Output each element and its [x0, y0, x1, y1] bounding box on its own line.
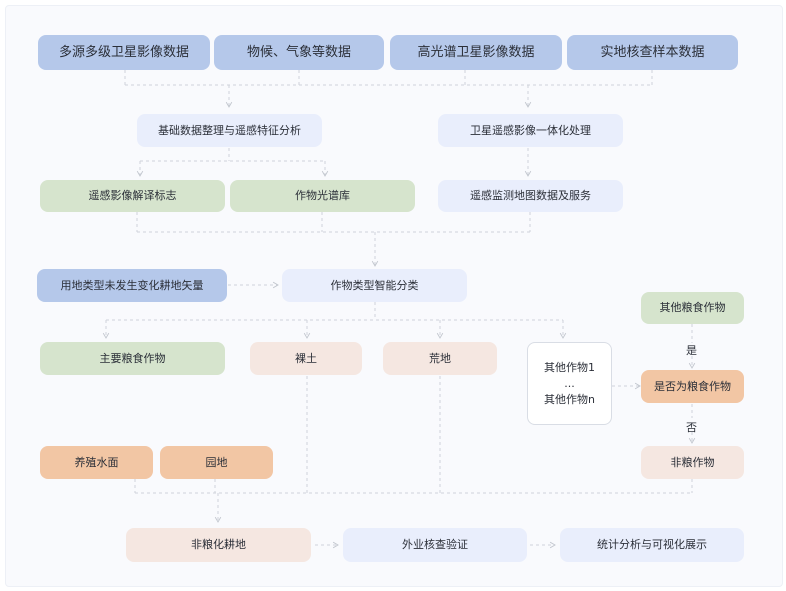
statistics-display-label: 统计分析与可视化展示 [597, 538, 707, 552]
basic-analysis-label: 基础数据整理与遥感特征分析 [158, 123, 301, 137]
non-grain-farmland-box: 非粮化耕地 [126, 528, 311, 562]
basic-analysis-box: 基础数据整理与遥感特征分析 [137, 114, 322, 147]
wasteland-box: 荒地 [383, 342, 497, 375]
non-grain-farmland-label: 非粮化耕地 [191, 538, 246, 552]
integration-label: 卫星遥感影像一体化处理 [470, 123, 591, 137]
no-label: 否 [686, 421, 697, 434]
wasteland-label: 荒地 [429, 351, 451, 365]
aquaculture-label: 养殖水面 [74, 455, 119, 469]
source-phenology: 物候、气象等数据 [214, 35, 384, 70]
interpretation-marks-label: 遥感影像解译标志 [88, 189, 177, 203]
unchanged-vector-label: 用地类型未发生变化耕地矢量 [60, 278, 204, 292]
other-crop-n-label: 其他作物n [544, 393, 595, 407]
smart-classification-label: 作物类型智能分类 [330, 278, 419, 292]
field-verification-box: 外业核查验证 [343, 528, 527, 562]
interpretation-marks-box: 遥感影像解译标志 [40, 180, 225, 212]
aquaculture-box: 养殖水面 [40, 446, 153, 479]
monitoring-service-label: 遥感监测地图数据及服务 [470, 189, 591, 203]
integration-box: 卫星遥感影像一体化处理 [438, 114, 623, 147]
source-hyperspectral-label: 高光谱卫星影像数据 [417, 44, 535, 60]
main-grain-label: 主要粮食作物 [99, 351, 166, 365]
non-grain-crop-box: 非粮作物 [641, 446, 744, 479]
other-crop-1-label: 其他作物1 [544, 360, 595, 374]
statistics-display-box: 统计分析与可视化展示 [560, 528, 744, 562]
orchard-label: 园地 [205, 455, 228, 469]
bare-soil-label: 裸土 [295, 351, 317, 365]
unchanged-vector-box: 用地类型未发生变化耕地矢量 [37, 269, 227, 302]
other-crops-box: 其他作物1 ... 其他作物n [527, 342, 612, 425]
smart-classification-box: 作物类型智能分类 [282, 269, 467, 302]
other-crops-ellipsis: ... [564, 376, 575, 390]
is-grain-decision-label: 是否为粮食作物 [654, 379, 731, 393]
monitoring-service-box: 遥感监测地图数据及服务 [438, 180, 623, 212]
non-grain-crop-label: 非粮作物 [670, 455, 715, 469]
other-grain-label: 其他粮食作物 [659, 301, 726, 315]
source-field-samples-label: 实地核查样本数据 [600, 44, 705, 60]
source-multi-satellite: 多源多级卫星影像数据 [38, 35, 210, 70]
field-verification-label: 外业核查验证 [402, 538, 468, 552]
spectral-library-label: 作物光谱库 [295, 189, 350, 203]
yes-label: 是 [686, 344, 697, 357]
main-grain-box: 主要粮食作物 [40, 342, 225, 375]
source-phenology-label: 物候、气象等数据 [246, 44, 351, 60]
orchard-box: 园地 [160, 446, 273, 479]
source-multi-satellite-label: 多源多级卫星影像数据 [58, 44, 189, 60]
bare-soil-box: 裸土 [250, 342, 362, 375]
other-grain-box: 其他粮食作物 [641, 292, 744, 324]
spectral-library-box: 作物光谱库 [230, 180, 415, 212]
source-hyperspectral: 高光谱卫星影像数据 [390, 35, 562, 70]
is-grain-decision-box: 是否为粮食作物 [641, 370, 744, 403]
source-field-samples: 实地核查样本数据 [567, 35, 738, 70]
